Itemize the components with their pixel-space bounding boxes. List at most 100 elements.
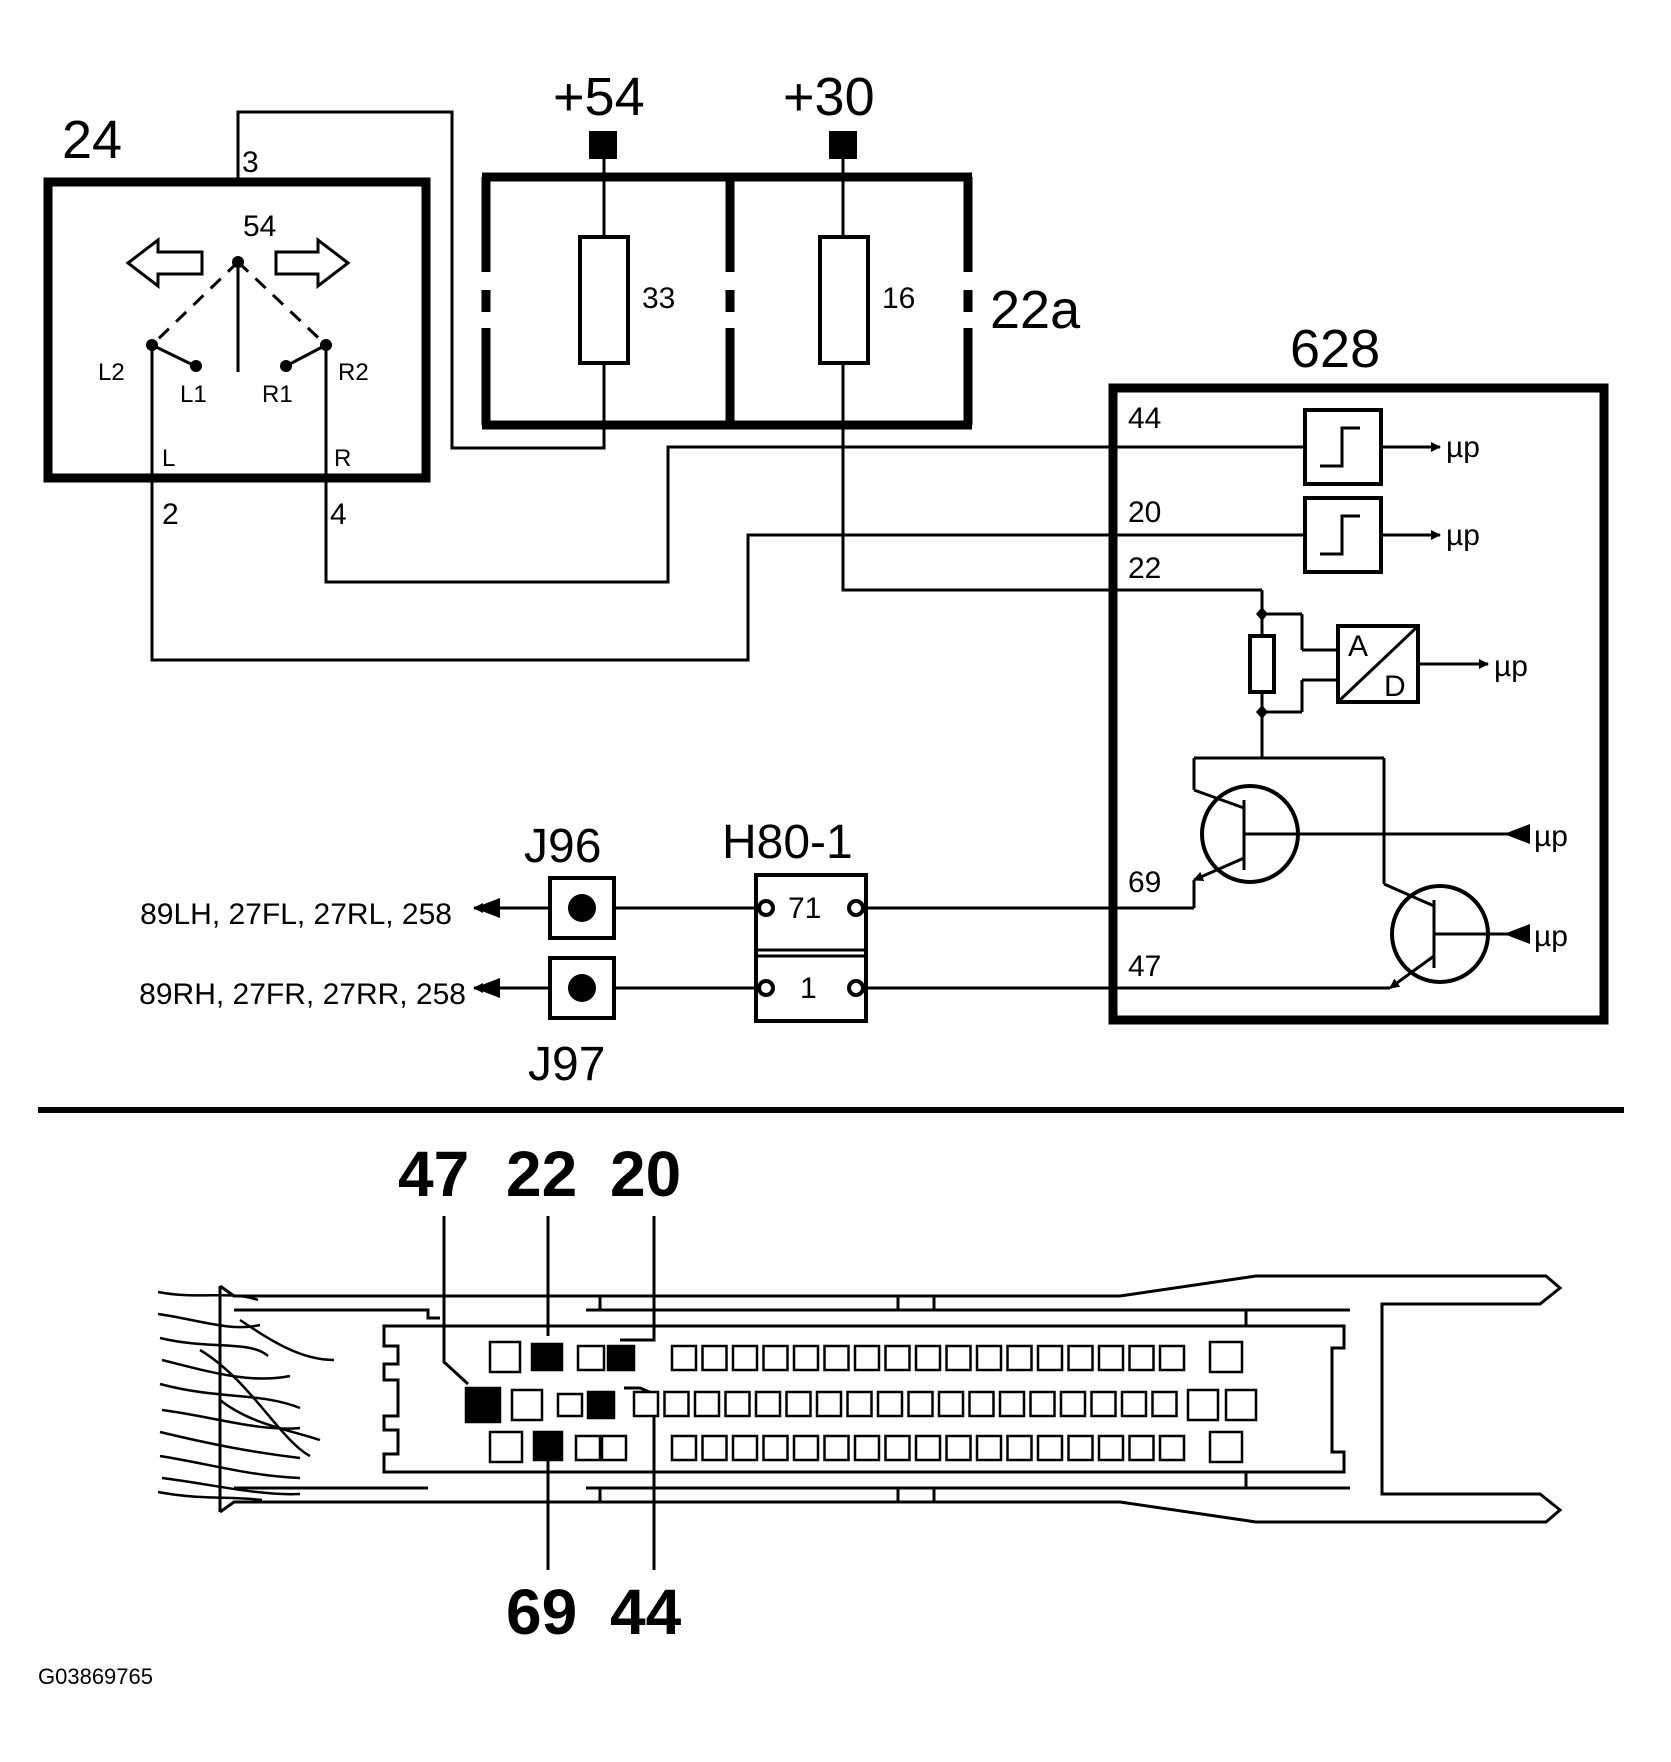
plug-pin-cell xyxy=(975,1344,1003,1372)
output-right-text: 89RH, 27FR, 27RR, 258 xyxy=(139,978,466,1011)
plug-pin-cell xyxy=(1208,1340,1244,1374)
plug-pin-cell xyxy=(907,1390,934,1418)
plug-pin-cell xyxy=(1090,1390,1117,1418)
plug-pin-cell xyxy=(576,1344,606,1372)
wires xyxy=(150,110,1390,990)
plug-pin-cell xyxy=(510,1388,544,1422)
pin-4-label: 4 xyxy=(330,498,347,531)
plug-pin-cell xyxy=(1186,1388,1220,1422)
fuse-33-label: 33 xyxy=(642,282,675,315)
cable-bundle xyxy=(157,1290,335,1502)
contact-l2: L2 xyxy=(98,359,125,386)
sense-resistor xyxy=(1248,634,1276,694)
supply-30-label: +30 xyxy=(783,67,875,127)
plug-pin-47: 47 xyxy=(398,1138,469,1210)
plug-pin-cell xyxy=(670,1344,698,1372)
flasher-switch-id: 24 xyxy=(62,110,122,170)
connector-pin-1: 1 xyxy=(800,972,817,1005)
plug-pin-grid xyxy=(464,1340,1258,1464)
left-arrow-icon xyxy=(125,236,204,290)
plug-pin-cell xyxy=(701,1434,728,1462)
plug-pin-cell xyxy=(846,1390,873,1418)
fuse-box-id: 22a xyxy=(990,280,1081,340)
plug-pin-cell xyxy=(937,1390,965,1418)
module-pin-44: 44 xyxy=(1128,402,1161,435)
fuse-box-22a: 22a +54 +30 33 16 xyxy=(481,67,1081,430)
plug-pin-cell xyxy=(975,1434,1003,1462)
plug-pin-cell xyxy=(1097,1434,1125,1462)
plug-pin-cell xyxy=(884,1344,911,1372)
plug-pin-22-cell xyxy=(530,1342,564,1372)
plug-pin-cell xyxy=(1067,1344,1094,1372)
plug-pin-cell xyxy=(1097,1344,1125,1372)
plug-pin-cell xyxy=(884,1434,911,1462)
supply-54-label: +54 xyxy=(553,67,645,127)
plug-pin-cell xyxy=(632,1390,660,1418)
plug-pin-cell xyxy=(670,1434,698,1462)
contact-r2: R2 xyxy=(338,359,369,386)
plug-pin-44-cell xyxy=(586,1390,616,1420)
right-arrow-icon xyxy=(274,236,351,290)
plug-pin-cell xyxy=(853,1344,881,1372)
plug-pin-cell xyxy=(876,1390,904,1418)
plug-pin-69: 69 xyxy=(506,1576,577,1648)
plug-pin-cell xyxy=(1158,1434,1186,1462)
plug-pin-cell xyxy=(731,1344,759,1372)
plug-pin-cell xyxy=(663,1390,690,1418)
junction-j96-id: J96 xyxy=(524,820,601,873)
fuse-33 xyxy=(578,235,630,365)
module-pin-69: 69 xyxy=(1128,866,1161,899)
plug-pin-cell xyxy=(724,1390,751,1418)
plug-pin-cell xyxy=(754,1390,782,1418)
contact-l1: L1 xyxy=(180,381,207,408)
junction-j97-id: J97 xyxy=(528,1038,605,1091)
ad-label-a: A xyxy=(1348,630,1368,663)
out-r-label: R xyxy=(334,445,351,472)
module-pin-22: 22 xyxy=(1128,552,1161,585)
up-label-4: µp xyxy=(1534,820,1568,853)
figure-code: G03869765 xyxy=(38,1664,153,1689)
ad-label-d: D xyxy=(1384,670,1406,703)
plug-pin-69-cell xyxy=(532,1430,564,1462)
blade-right xyxy=(236,260,328,347)
plug-pin-cell xyxy=(1224,1388,1258,1422)
fuse-16 xyxy=(818,235,870,365)
plug-pin-20: 20 xyxy=(610,1138,681,1210)
plug-pin-cell xyxy=(815,1390,843,1418)
plug-pin-cell xyxy=(1006,1344,1033,1372)
junction-j97: J97 xyxy=(528,956,616,1091)
terminal-30 xyxy=(829,131,857,159)
plug-pin-cell xyxy=(968,1390,995,1418)
out-l-label: L xyxy=(162,445,175,472)
plug-pin-cell xyxy=(1120,1390,1148,1418)
junction-j96: J96 xyxy=(524,820,616,940)
terminal-54 xyxy=(589,131,617,159)
plug-pin-cell xyxy=(914,1344,942,1372)
plug-pin-cell xyxy=(945,1344,972,1372)
up-label-3: µp xyxy=(1494,650,1528,683)
blade-left xyxy=(150,260,240,347)
plug-pin-cell xyxy=(574,1434,602,1462)
flasher-pin-top: 3 xyxy=(242,146,259,179)
plug-pin-cell xyxy=(945,1434,972,1462)
plug-pin-cell xyxy=(792,1344,820,1372)
plug-pin-cell xyxy=(785,1390,812,1418)
pin-2-label: 2 xyxy=(162,498,179,531)
plug-pin-cell xyxy=(762,1344,789,1372)
plug-pin-47-cell xyxy=(464,1386,502,1424)
plug-pin-cell xyxy=(792,1434,820,1462)
plug-pin-cell xyxy=(1067,1434,1094,1462)
plug-pin-cell xyxy=(853,1434,881,1462)
module-plug: 47 22 20 69 44 xyxy=(157,1138,1563,1648)
plug-pin-cell xyxy=(731,1434,759,1462)
plug-pin-cell xyxy=(1029,1390,1056,1418)
plug-pin-cell xyxy=(762,1434,789,1462)
plug-pin-44: 44 xyxy=(610,1576,682,1648)
plug-pin-cell xyxy=(1158,1344,1186,1372)
plug-pin-cell xyxy=(600,1434,628,1462)
plug-pin-cell xyxy=(488,1430,524,1464)
plug-pin-cell xyxy=(1036,1434,1064,1462)
plug-pin-cell xyxy=(488,1340,522,1374)
module-pin-47: 47 xyxy=(1128,950,1161,983)
